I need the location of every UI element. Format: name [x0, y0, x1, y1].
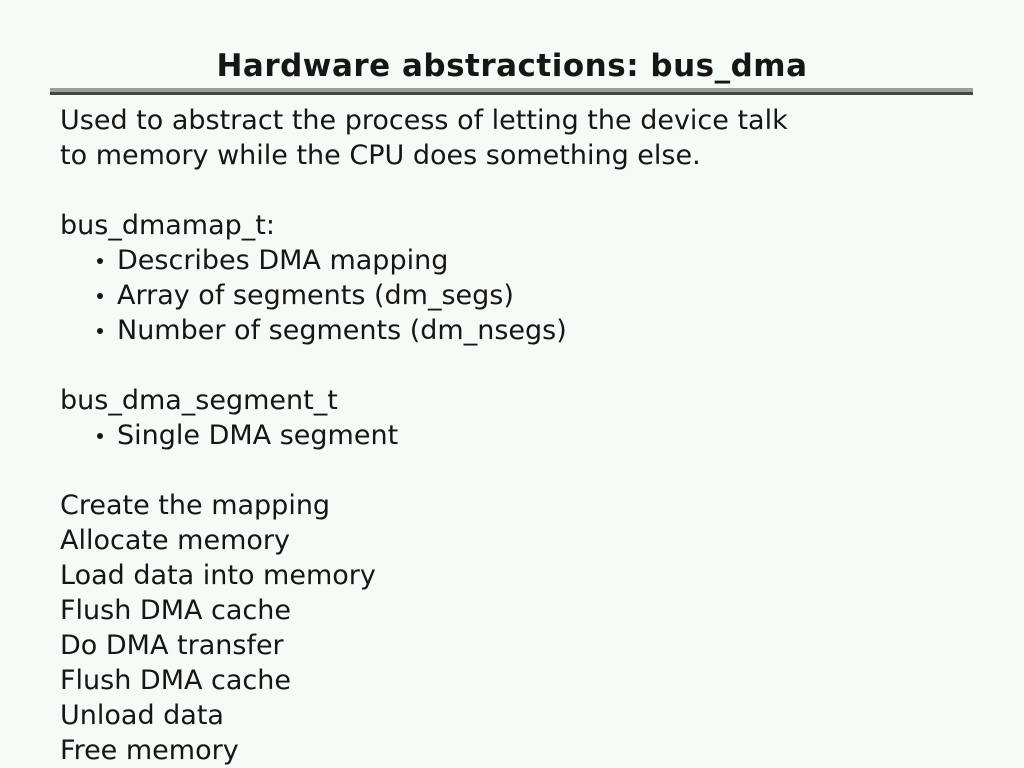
section-heading-bus-dmamap-t: bus_dmamap_t:	[60, 210, 275, 241]
step-line: Load data into memory	[60, 560, 376, 591]
bullet-text: Single DMA segment	[117, 420, 399, 451]
bullet-text: Number of segments (dm_nsegs)	[117, 315, 567, 346]
bullet-text: Describes DMA mapping	[117, 245, 449, 276]
bullet-icon	[97, 257, 103, 264]
step-line: Flush DMA cache	[60, 665, 292, 696]
step-line: Allocate memory	[60, 525, 290, 556]
bullet-item: Number of segments (dm_nsegs)	[60, 313, 984, 348]
step-line: Do DMA transfer	[60, 630, 284, 661]
step-line: Create the mapping	[60, 490, 331, 521]
section-heading-bus-dma-segment-t: bus_dma_segment_t	[60, 385, 338, 416]
slide-content: Used to abstract the process of letting …	[60, 103, 984, 768]
title-underline	[50, 88, 973, 95]
bullet-icon	[97, 432, 103, 439]
step-line: Free memory	[60, 735, 239, 766]
bullet-item: Single DMA segment	[60, 418, 984, 453]
bullet-icon	[97, 292, 103, 299]
bullet-item: Describes DMA mapping	[60, 243, 984, 278]
bullet-item: Array of segments (dm_segs)	[60, 278, 984, 313]
intro-line: Used to abstract the process of letting …	[60, 105, 788, 136]
bullet-text: Array of segments (dm_segs)	[117, 280, 514, 311]
step-line: Flush DMA cache	[60, 595, 292, 626]
slide-title: Hardware abstractions: bus_dma	[216, 48, 808, 84]
intro-line: to memory while the CPU does something e…	[60, 140, 701, 171]
step-line: Unload data	[60, 700, 224, 731]
bullet-icon	[97, 327, 103, 334]
